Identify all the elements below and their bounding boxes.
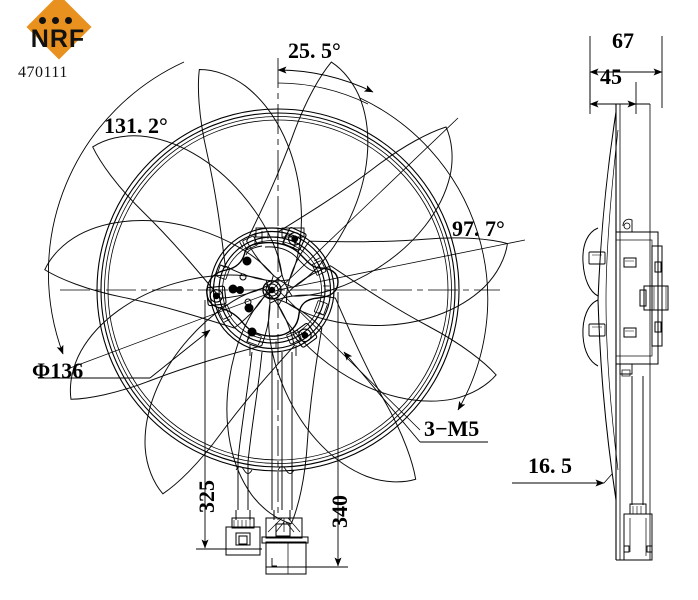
angle-arc-97_7 [359,97,489,411]
dim-label-diameter: Φ136 [32,358,84,383]
side-motor-body [615,218,669,377]
diameter-leader [38,329,211,379]
dim-label-angle-right: 97. 7° [452,216,505,241]
wire-harness [235,350,295,510]
dim-label-blade-offset: 16. 5 [528,453,572,478]
dim-label-overall-depth: 67 [612,28,634,53]
angle-arc-25_5 [277,66,374,105]
connector-left [225,510,261,556]
dim-label-angle-top: 25. 5° [288,38,341,63]
dim-label-thread: 3−M5 [424,416,480,441]
logo-wordmark: NRF [30,25,86,53]
part-number-label: 470111 [18,64,68,81]
logo-dot [65,17,72,24]
dim-line-16_5 [512,473,613,487]
dim-line-325 [196,300,262,550]
dim-label-wire-left: 325 [194,480,219,513]
dim-line-45 [589,72,637,114]
connector-right [261,510,309,575]
logo-dot [39,17,46,24]
angle-construction-lines [69,117,526,431]
dim-label-angle-left: 131. 2° [104,113,168,138]
motor-housing-inner [245,245,320,273]
logo-dots [39,17,79,25]
dim-label-inner-depth: 45 [600,64,622,89]
dim-label-wire-right: 340 [327,495,352,528]
angle-arc-131_2 [47,61,185,355]
logo-dot [52,17,59,24]
thread-leader [343,351,488,443]
dim-line-340 [266,292,348,568]
side-view-body [582,103,669,561]
nrf-logo: NRF [8,0,108,64]
side-wire [623,376,653,561]
motor-housing [206,241,339,337]
